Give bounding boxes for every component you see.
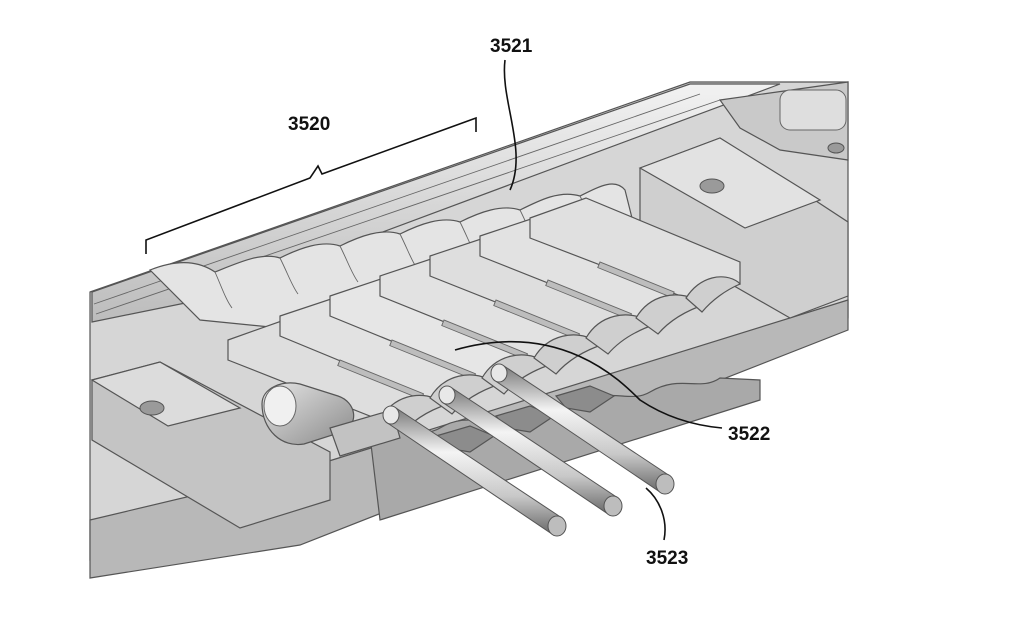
label-3521: 3521 (490, 36, 533, 57)
label-3523: 3523 (646, 548, 688, 569)
label-3522: 3522 (728, 424, 770, 445)
annotations: 3520 3521 3522 3523 (145, 36, 770, 569)
crimp-barrel (261, 382, 401, 457)
left-mounting-hole (139, 400, 165, 416)
pin-1 (382, 405, 567, 537)
leader-3523 (645, 487, 666, 541)
label-3520: 3520 (288, 114, 330, 135)
pin-2 (438, 385, 623, 517)
leader-3522 (454, 340, 723, 429)
bracket-3520 (145, 116, 477, 254)
pins (382, 363, 675, 537)
terminal-blades (227, 197, 761, 521)
pin-3 (490, 363, 675, 495)
leader-3521 (503, 59, 517, 191)
right-mounting-hole (699, 178, 725, 194)
